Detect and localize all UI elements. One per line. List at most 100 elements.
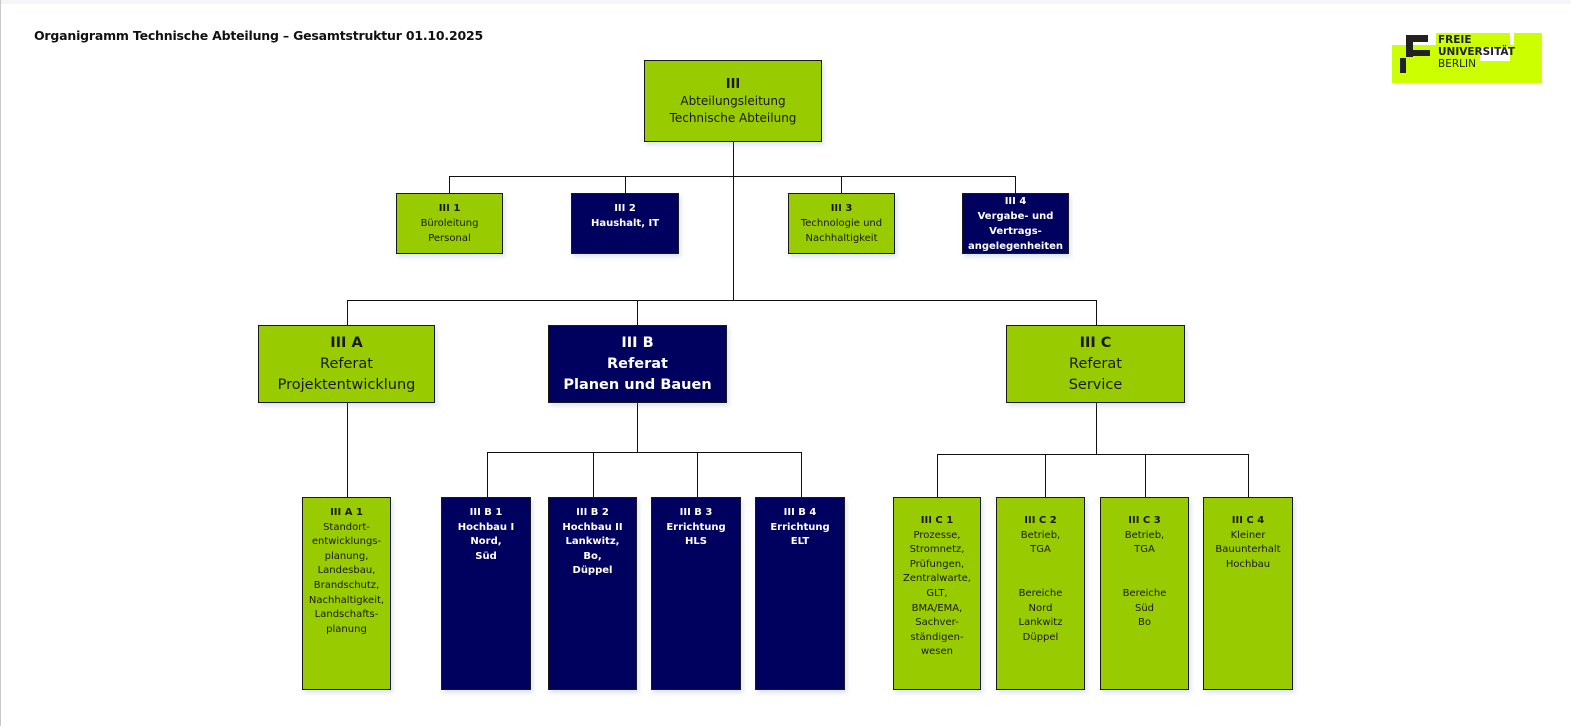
logo-text-line2: UNIVERSITÄT <box>1438 46 1515 58</box>
org-label: Haushalt, IT <box>591 216 659 231</box>
org-label-line: Service <box>1068 376 1123 393</box>
org-label-line: Nord <box>1028 602 1053 614</box>
org-label-line: Personal <box>428 233 471 244</box>
logo-mark-icon <box>1412 50 1430 56</box>
org-label-line: Hochbau I <box>457 521 515 533</box>
left-edge <box>0 0 1 726</box>
org-label-line: Betrieb, <box>1124 529 1165 541</box>
connector-horizontal <box>487 452 802 454</box>
org-label-line: Lankwitz, <box>565 536 620 548</box>
org-label-line: Sachver- <box>915 617 959 629</box>
org-label-line: Nachhaltigkeit <box>805 233 878 244</box>
org-label-line: Bo <box>1138 617 1151 629</box>
org-label-line: Planen und Bauen <box>563 376 712 393</box>
org-label-line: HLS <box>685 536 707 548</box>
org-label-line: Errichtung <box>770 521 830 533</box>
org-box-unit-c1[interactable]: III C 1 Prozesse,Stromnetz,Prüfungen,Zen… <box>893 497 981 690</box>
org-box-unit-b1[interactable]: III B 1 Hochbau I Nord, Süd <box>441 497 531 690</box>
org-label-line: Errichtung <box>666 521 726 533</box>
org-label-line: TGA <box>1030 544 1051 556</box>
org-label-line: Vergabe- und <box>977 210 1054 222</box>
org-label-line <box>1123 558 1167 573</box>
org-code: III B 1 <box>469 507 503 518</box>
org-code: III A <box>330 334 363 351</box>
org-label-line: Nord, <box>470 536 502 548</box>
logo-mark-icon <box>1400 58 1406 73</box>
connector-horizontal <box>449 176 1016 178</box>
org-code: III 2 <box>614 203 636 214</box>
connector-vertical <box>625 176 627 193</box>
org-label-line: Prozesse, <box>913 529 961 541</box>
org-label-line: TGA <box>1134 544 1155 556</box>
org-label-line: Süd <box>1134 602 1155 614</box>
org-label-line: planung <box>326 623 367 635</box>
org-label-line: Lankwitz <box>1018 617 1063 629</box>
logo-mark-icon <box>1406 35 1413 57</box>
org-label-line <box>1019 572 1063 587</box>
org-label-line: Bo, <box>583 550 602 562</box>
fu-berlin-logo: FREIE UNIVERSITÄT BERLIN <box>1392 33 1542 83</box>
org-label-line: Haushalt, IT <box>590 218 660 229</box>
org-label-line: Landesbau, <box>317 565 376 577</box>
connector-horizontal <box>347 300 1097 302</box>
org-code: III <box>725 76 741 92</box>
org-label-line: Kleiner <box>1230 529 1266 541</box>
org-label-line: Prüfungen, <box>909 558 965 570</box>
connector-vertical <box>637 403 639 452</box>
org-label-line: Hochbau II <box>562 521 623 533</box>
org-label-line: Brandschutz, <box>313 579 380 591</box>
connector-vertical <box>347 300 349 325</box>
org-label-line: Büroleitung <box>420 218 479 229</box>
org-label-line: Düppel <box>572 565 613 577</box>
org-label-line: Landschafts- <box>314 609 379 621</box>
org-label: Hochbau II Lankwitz, Bo, Düppel <box>562 521 622 579</box>
org-label-line: Stromnetz, <box>909 544 965 556</box>
org-label-line: Süd <box>475 550 497 562</box>
org-label-line <box>1019 558 1063 573</box>
connector-vertical <box>637 300 639 325</box>
org-label-line: ständigen- <box>910 631 964 643</box>
org-label-line: wesen <box>920 646 953 658</box>
connector-vertical <box>801 452 803 497</box>
connector-vertical <box>593 452 595 497</box>
org-code: III C <box>1079 334 1112 351</box>
org-label-line: Hochbau <box>1225 558 1271 570</box>
connector-vertical <box>1145 454 1147 497</box>
org-code: III C 2 <box>1024 515 1057 526</box>
connector-vertical <box>1096 403 1098 454</box>
org-label-line: Referat <box>1069 355 1122 372</box>
org-code: III C 3 <box>1128 515 1161 526</box>
org-box-unit-a1[interactable]: III A 1 Standort-entwicklungs-planung,La… <box>302 497 391 690</box>
connector-vertical <box>1045 454 1047 497</box>
org-label-line: GLT, <box>926 587 948 599</box>
org-label-line: Projektentwicklung <box>277 376 416 393</box>
org-box-staff-2[interactable]: III 2 Haushalt, IT <box>571 193 679 254</box>
org-label-line: Vertrags- <box>989 225 1042 237</box>
connector-vertical <box>1096 300 1098 325</box>
org-label-line: angelegenheiten <box>967 240 1064 252</box>
logo-notch <box>1480 47 1510 61</box>
org-label: Standort-entwicklungs-planung,Landesbau,… <box>309 521 384 638</box>
org-code: III B 3 <box>679 507 713 518</box>
org-label-line: Standort- <box>323 521 370 533</box>
org-code: III B <box>621 334 654 351</box>
org-label-line <box>1123 572 1167 587</box>
